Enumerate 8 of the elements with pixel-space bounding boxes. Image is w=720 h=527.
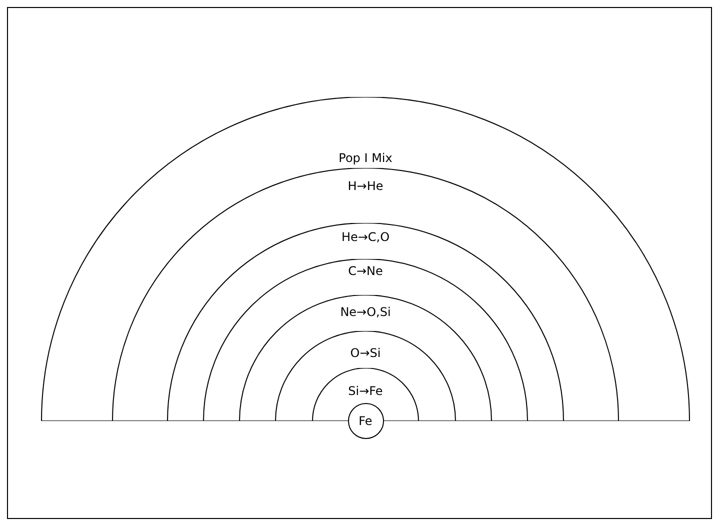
shell-label: C→Ne: [348, 264, 383, 278]
shell-label: Pop I Mix: [338, 150, 392, 164]
shell-label: O→Si: [350, 346, 381, 360]
shell-label: H→He: [348, 178, 384, 192]
shell-label: Si→Fe: [348, 384, 383, 398]
shell-label: Ne→O,Si: [340, 304, 391, 318]
core-label: Fe: [358, 414, 372, 428]
shell-label: He→C,O: [341, 230, 390, 244]
